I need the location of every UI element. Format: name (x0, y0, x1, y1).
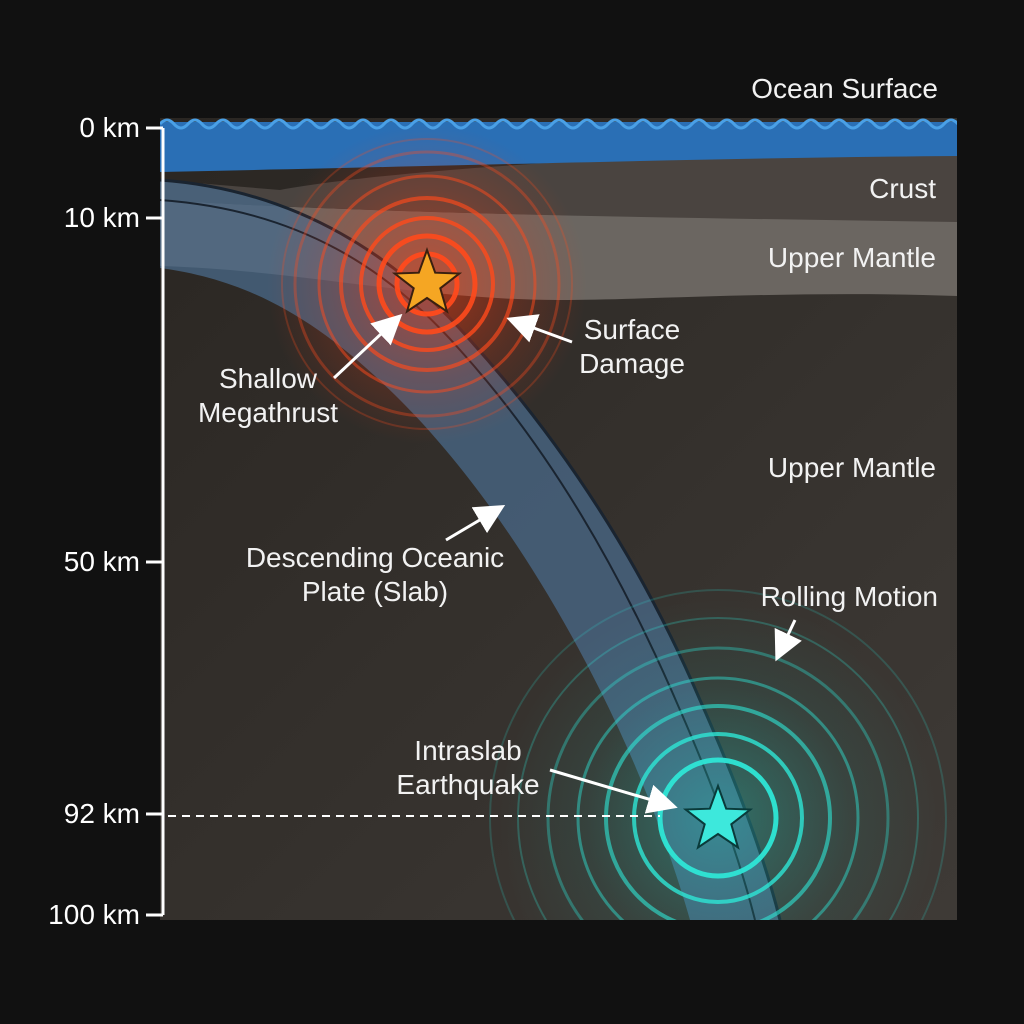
tick-0km: 0 km (79, 112, 140, 143)
ocean-surface-wave (160, 118, 957, 130)
surface-damage-line1: Surface (583, 314, 681, 345)
deep-epicenter-star-icon (682, 783, 754, 850)
tick-50km: 50 km (63, 546, 140, 577)
slab-arrow (445, 504, 506, 542)
tick-100km: 100 km (48, 899, 140, 930)
shallow-megathrust-label: Shallow Megathrust (178, 362, 358, 430)
surface-damage-arrow (506, 314, 573, 344)
intraslab-arrow (549, 768, 678, 814)
shallow-label-line1: Shallow (218, 363, 318, 394)
slab-label-line2: Plate (Slab) (301, 576, 449, 607)
tick-92km: 92 km (63, 798, 140, 829)
slab-label-line1: Descending Oceanic (245, 542, 505, 573)
surface-damage-label: Surface Damage (562, 313, 702, 381)
slab-label: Descending Oceanic Plate (Slab) (215, 541, 535, 609)
rolling-motion-label: Rolling Motion (760, 581, 938, 612)
intraslab-label-line1: Intraslab (414, 735, 522, 766)
shallow-arrow (332, 313, 403, 380)
deep-rings (489, 589, 947, 920)
crust-label: Crust (869, 173, 936, 204)
annotation-arrows (332, 313, 802, 814)
ocean-surface-label: Ocean Surface (751, 73, 938, 104)
shallow-label-line2: Megathrust (197, 397, 339, 428)
depth-axis (146, 126, 165, 917)
surface-damage-line2: Damage (579, 348, 685, 379)
upper-mantle-label-lower: Upper Mantle (767, 452, 936, 483)
rolling-arrow (774, 619, 802, 662)
intraslab-earthquake-label: Intraslab Earthquake (378, 734, 558, 802)
intraslab-label-line2: Earthquake (396, 769, 540, 800)
shallow-epicenter-star-icon (391, 247, 463, 314)
tick-10km: 10 km (63, 202, 140, 233)
upper-mantle-label-top: Upper Mantle (767, 242, 936, 273)
